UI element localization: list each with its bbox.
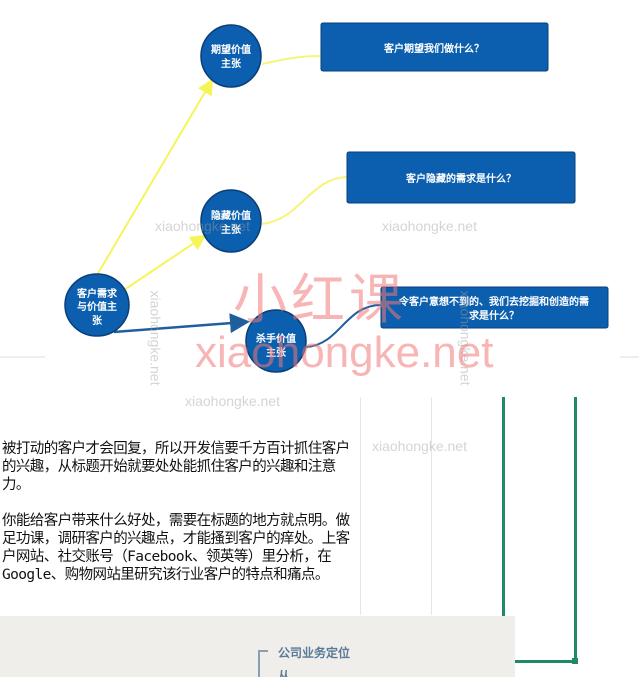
watermark: xiaohongke.net <box>147 290 164 386</box>
tree-bracket <box>258 650 268 677</box>
grid-line <box>360 397 361 615</box>
watermark: xiaohongke.net <box>155 218 250 234</box>
value-proposition-diagram: 期望价值 主张 隐藏价值 主张 客户需求 与价值主 张 杀手价值 主张 客户期望… <box>0 22 639 373</box>
node-label: 与价值主 <box>77 300 117 313</box>
selection-border-left <box>502 397 505 616</box>
paragraph-1: 被打动的客户才会回复，所以开发信要千方百计抓住客户的兴趣，从标题开始就要处处能抓… <box>2 441 350 493</box>
connector-killer-box <box>305 304 382 348</box>
connector-expected-box <box>261 55 322 65</box>
selection-border-right <box>574 397 577 663</box>
box-label: 客户隐藏的需求是什么？ <box>405 172 516 185</box>
node-label: 主张 <box>221 57 242 70</box>
node-hidden[interactable]: 隐藏价值 主张 <box>200 189 262 253</box>
box-label: 求是什么？ <box>469 309 519 322</box>
node-label: 主张 <box>266 346 287 359</box>
watermark: xiaohongke.net <box>372 438 467 454</box>
fill-handle[interactable] <box>572 658 578 664</box>
watermark-site-large: xiaohongke.net <box>195 328 494 377</box>
connector-root-expected <box>96 78 214 276</box>
grid-line <box>431 397 432 615</box>
box-label: 令客户意想不到的、我们去挖掘和创造的需 <box>398 295 589 308</box>
watermark: xiaohongke.net <box>382 218 477 234</box>
mindmap-item: 从... <box>278 669 304 677</box>
node-expected[interactable]: 期望价值 主张 <box>200 24 262 88</box>
box-hidden[interactable]: 客户隐藏的需求是什么？ <box>346 151 576 204</box>
connector-root-hidden <box>123 234 207 291</box>
node-label: 期望价值 <box>211 43 251 56</box>
connector-hidden-box <box>261 176 348 225</box>
watermark: xiaohongke.net <box>185 393 280 409</box>
node-label: 张 <box>92 314 103 327</box>
node-root[interactable]: 客户需求 与价值主 张 <box>64 273 130 337</box>
embedded-mindmap-panel: 公司业务定位 从... <box>0 616 515 677</box>
box-label: 客户期望我们做什么？ <box>383 42 484 55</box>
box-killer[interactable]: 令客户意想不到的、我们去挖掘和创造的需 求是什么？ <box>380 286 609 329</box>
node-label: 杀手价值 <box>256 332 296 345</box>
mindmap-item: 公司业务定位 <box>278 646 351 660</box>
node-killer[interactable]: 杀手价值 主张 <box>245 309 307 373</box>
node-label: 隐藏价值 <box>211 209 251 222</box>
box-expected[interactable]: 客户期望我们做什么？ <box>320 22 549 72</box>
watermark-brand: 小红课 <box>233 270 407 330</box>
paragraph-2: 你能给客户带来什么好处，需要在标题的地方就点明。做足功课，调研客户的兴趣点，才能… <box>2 513 350 583</box>
connector-root-killer <box>113 313 250 334</box>
node-label: 主张 <box>221 223 242 236</box>
node-label: 客户需求 <box>76 287 118 300</box>
selection-border-bottom <box>515 660 577 663</box>
